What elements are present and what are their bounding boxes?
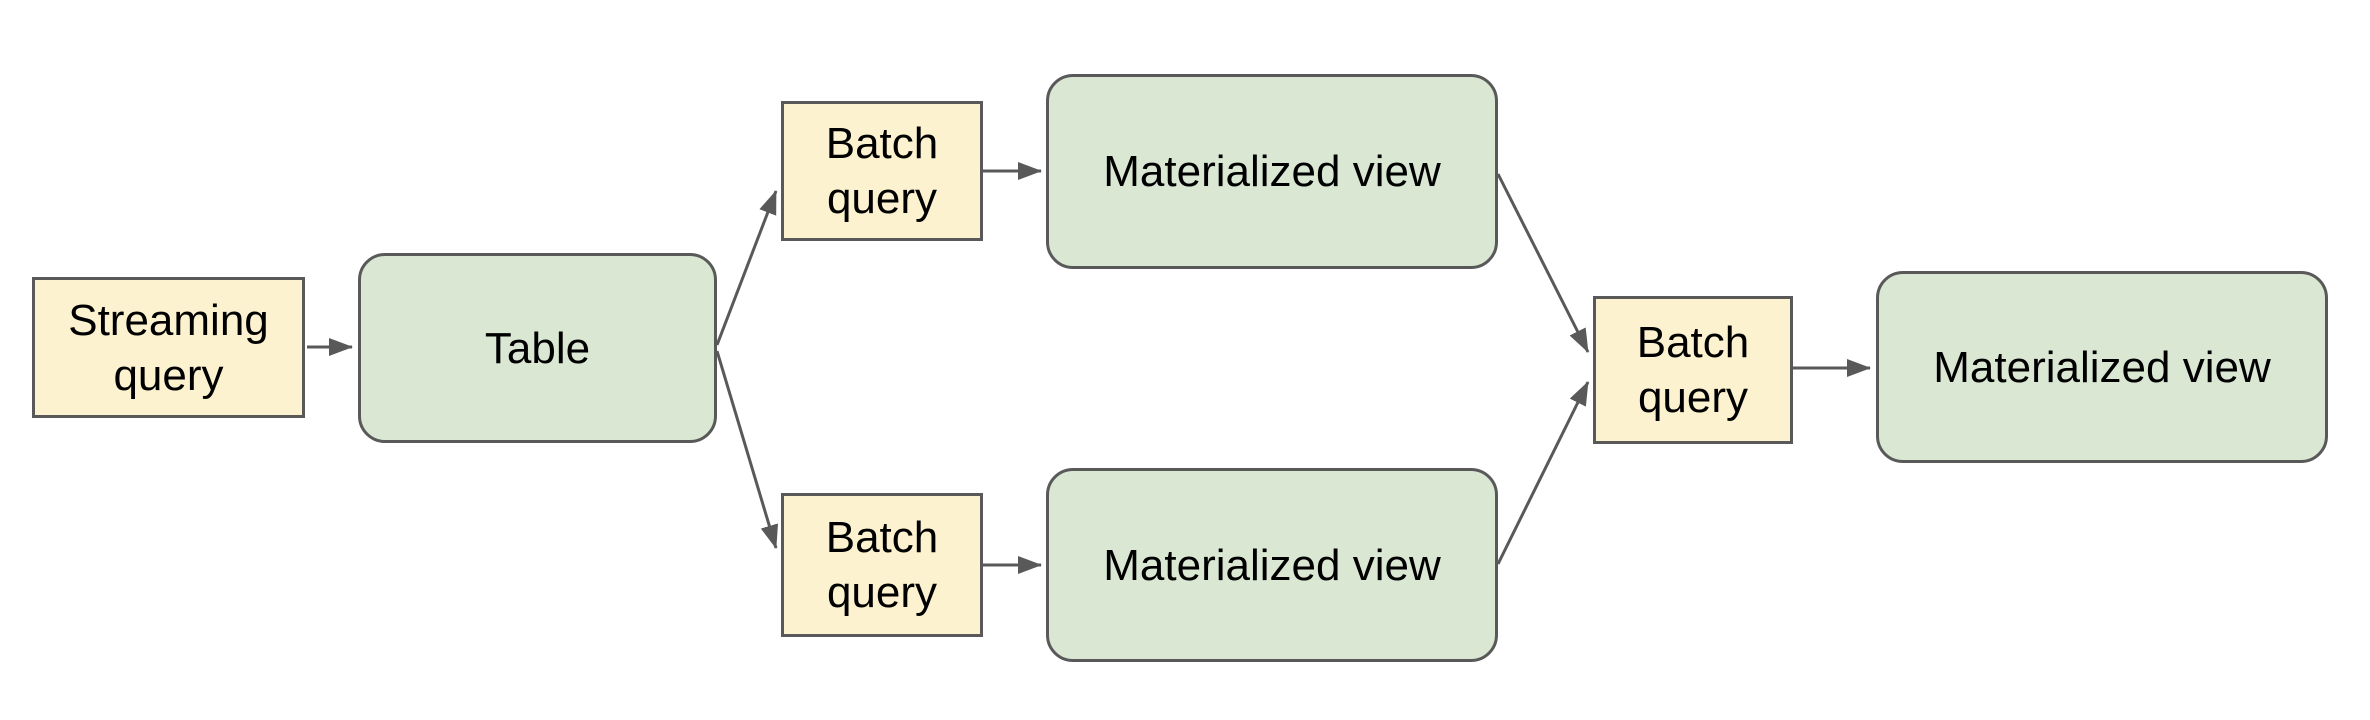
node-batch-query-top: Batch query — [781, 101, 983, 241]
edge-table-to-batch-query-bottom — [715, 350, 779, 549]
node-label: Materialized view — [1933, 342, 2271, 392]
node-materialized-view-top: Materialized view — [1046, 74, 1498, 269]
node-label: Table — [484, 323, 591, 373]
node-batch-query-center: Batch query — [1593, 296, 1793, 444]
node-label: Batch — [1636, 318, 1750, 367]
node-materialized-view-final: Materialized view — [1876, 271, 2328, 463]
node-batch-query-bottom: Batch query — [781, 493, 983, 637]
node-label: query — [113, 350, 224, 400]
node-label: Batch — [825, 119, 939, 168]
node-materialized-view-bottom: Materialized view — [1046, 468, 1498, 662]
node-label: query — [826, 568, 938, 617]
edge-materialized-view-bottom-to-batch-query-center — [1496, 381, 1590, 565]
node-table: Table — [358, 253, 717, 443]
edge-table-to-batch-query-top — [715, 190, 778, 346]
node-label: Materialized view — [1103, 147, 1441, 196]
edge-materialized-view-top-to-batch-query-center — [1496, 173, 1590, 353]
node-streaming-query: Streaming query — [32, 277, 305, 418]
node-label: Materialized view — [1103, 540, 1441, 590]
node-label: query — [1637, 373, 1749, 422]
node-label: Streaming — [68, 295, 269, 345]
node-label: Batch — [825, 513, 939, 562]
node-label: query — [826, 174, 938, 223]
